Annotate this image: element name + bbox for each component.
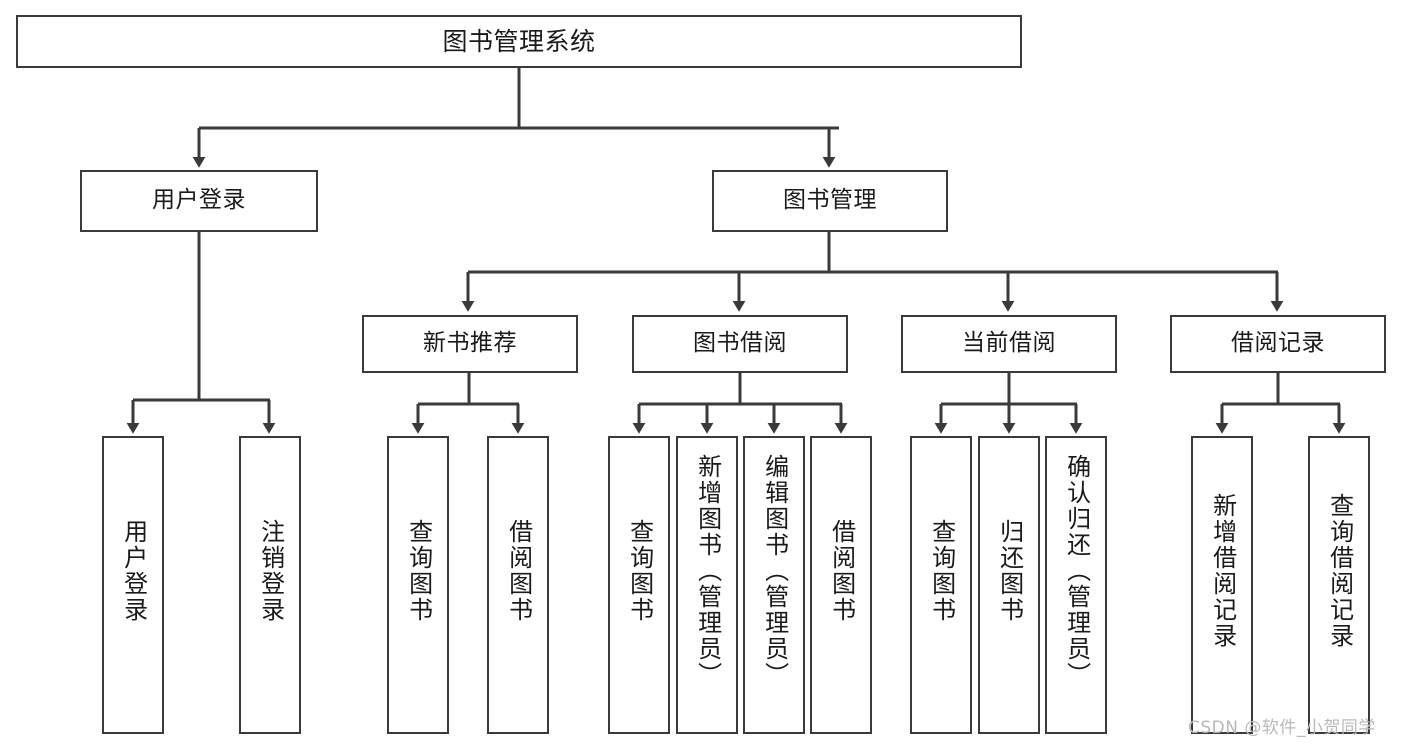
node-leaf-add-book[interactable]: 新增图书（管理员） [676, 436, 738, 734]
node-leaf-query-book-1-label: 查询图书 [404, 519, 433, 623]
csdn-watermark: CSDN @软件_小贺同学 [1188, 718, 1376, 738]
node-book-borrow-label: 图书借阅 [693, 330, 787, 357]
node-user-login[interactable]: 用户登录 [80, 170, 318, 232]
node-book-manage-label: 图书管理 [783, 187, 877, 214]
node-leaf-query-book-3[interactable]: 查询图书 [910, 436, 972, 734]
node-leaf-edit-book[interactable]: 编辑图书（管理员） [743, 436, 805, 734]
node-borrow-record-label: 借阅记录 [1231, 330, 1325, 357]
node-current-borrow-label: 当前借阅 [962, 330, 1056, 357]
node-leaf-query-record[interactable]: 查询借阅记录 [1308, 436, 1370, 734]
node-leaf-add-record[interactable]: 新增借阅记录 [1191, 436, 1253, 734]
node-leaf-add-book-label: 新增图书（管理员） [693, 454, 722, 688]
node-leaf-logout-label: 注销登录 [256, 519, 285, 623]
node-leaf-confirm-return[interactable]: 确认归还（管理员） [1045, 436, 1107, 734]
node-leaf-return-book-label: 归还图书 [995, 519, 1024, 623]
node-current-borrow[interactable]: 当前借阅 [901, 315, 1117, 373]
node-leaf-return-book[interactable]: 归还图书 [978, 436, 1040, 734]
node-leaf-edit-book-label: 编辑图书（管理员） [760, 454, 789, 688]
node-leaf-borrow-book-1[interactable]: 借阅图书 [487, 436, 549, 734]
node-leaf-add-record-label: 新增借阅记录 [1208, 493, 1237, 649]
node-book-manage[interactable]: 图书管理 [712, 170, 948, 232]
node-leaf-borrow-book-2-label: 借阅图书 [827, 519, 856, 623]
node-borrow-record[interactable]: 借阅记录 [1170, 315, 1386, 373]
node-leaf-query-record-label: 查询借阅记录 [1325, 493, 1354, 649]
node-leaf-borrow-book-2[interactable]: 借阅图书 [810, 436, 872, 734]
node-new-book-rec[interactable]: 新书推荐 [362, 315, 578, 373]
node-leaf-logout[interactable]: 注销登录 [239, 436, 301, 734]
node-root-label: 图书管理系统 [442, 26, 596, 56]
node-leaf-query-book-3-label: 查询图书 [927, 519, 956, 623]
node-book-borrow[interactable]: 图书借阅 [632, 315, 848, 373]
node-user-login-label: 用户登录 [152, 187, 246, 214]
node-leaf-user-login-label: 用户登录 [119, 519, 148, 623]
node-leaf-query-book-2[interactable]: 查询图书 [608, 436, 670, 734]
node-leaf-borrow-book-1-label: 借阅图书 [504, 519, 533, 623]
node-leaf-confirm-return-label: 确认归还（管理员） [1062, 454, 1091, 688]
node-new-book-rec-label: 新书推荐 [423, 330, 517, 357]
node-leaf-user-login[interactable]: 用户登录 [102, 436, 164, 734]
node-root[interactable]: 图书管理系统 [16, 15, 1022, 68]
node-leaf-query-book-1[interactable]: 查询图书 [387, 436, 449, 734]
node-leaf-query-book-2-label: 查询图书 [625, 519, 654, 623]
